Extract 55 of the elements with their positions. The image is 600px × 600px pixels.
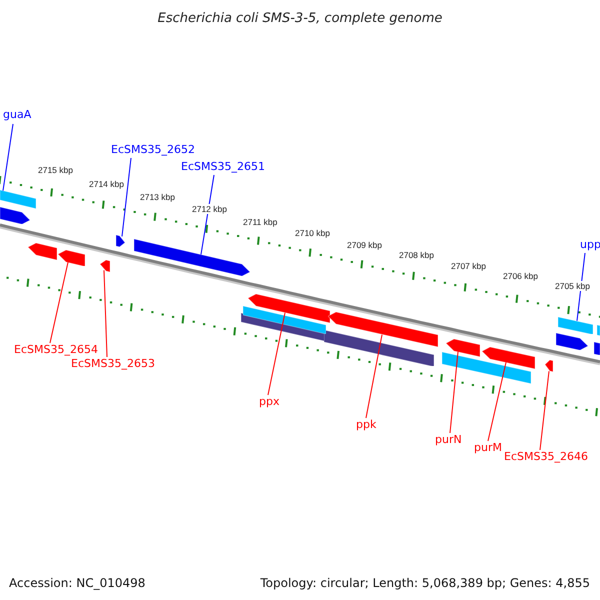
leader-line	[488, 362, 506, 442]
gene-feature	[58, 250, 85, 266]
accession-text: Accession: NC_010498	[9, 575, 146, 592]
gene-label: upp	[580, 238, 600, 251]
position-label: 2710 kbp	[295, 228, 330, 238]
leader-line	[104, 270, 108, 358]
gene-label: ppx	[259, 395, 280, 408]
position-label: 2705 kbp	[555, 281, 590, 291]
gene-band	[558, 316, 593, 334]
gene-label: EcSMS35_2651	[181, 160, 265, 173]
gene-label: purM	[474, 441, 502, 454]
position-label: 2708 kbp	[399, 250, 434, 260]
title: Escherichia coli SMS-3-5, complete genome	[156, 10, 444, 28]
gene-band	[0, 190, 36, 209]
gene-feature	[134, 238, 250, 276]
leader-line	[2, 124, 14, 192]
position-label: 2712 kbp	[192, 204, 227, 214]
leader-line	[122, 158, 132, 237]
leader-line	[540, 370, 550, 450]
gene-feature	[545, 360, 553, 372]
gene-feature	[28, 242, 57, 260]
position-label: 2707 kbp	[451, 261, 486, 271]
gene-label: ppk	[356, 418, 376, 431]
gene-feature	[116, 235, 125, 247]
position-label: 2713 kbp	[140, 192, 175, 202]
leader-line	[268, 312, 286, 396]
gene-feature	[446, 338, 480, 357]
gene-label: EcSMS35_2653	[71, 357, 155, 370]
position-label: 2714 kbp	[89, 179, 124, 189]
leader-line	[200, 174, 214, 255]
position-label: 2711 kbp	[243, 217, 278, 227]
gene-band	[243, 306, 326, 334]
genome-stats-text: Topology: circular; Length: 5,068,389 bp; Genes: 4,855	[260, 575, 590, 592]
position-label: 2709 kbp	[347, 240, 382, 250]
gene-feature	[556, 333, 588, 350]
gene-band	[597, 325, 600, 336]
gene-label: purN	[435, 433, 462, 446]
gene-feature	[594, 342, 600, 355]
gene-label: EcSMS35_2652	[111, 143, 195, 156]
leader-line	[50, 262, 68, 344]
gene-feature	[248, 294, 330, 324]
gene-feature	[100, 260, 110, 272]
leader-line	[366, 334, 382, 418]
gene-label: guaA	[3, 108, 32, 121]
gene-label: EcSMS35_2654	[14, 343, 98, 356]
leader-line	[576, 252, 586, 322]
leader-line	[450, 351, 458, 434]
gene-band	[442, 352, 531, 384]
position-label: 2715 kbp	[38, 165, 73, 175]
gene-feature	[328, 312, 438, 348]
gene-band	[324, 330, 434, 366]
gene-feature	[0, 207, 30, 224]
position-label: 2706 kbp	[503, 271, 538, 281]
gene-feature	[482, 346, 535, 369]
gene-label: EcSMS35_2646	[504, 450, 588, 463]
